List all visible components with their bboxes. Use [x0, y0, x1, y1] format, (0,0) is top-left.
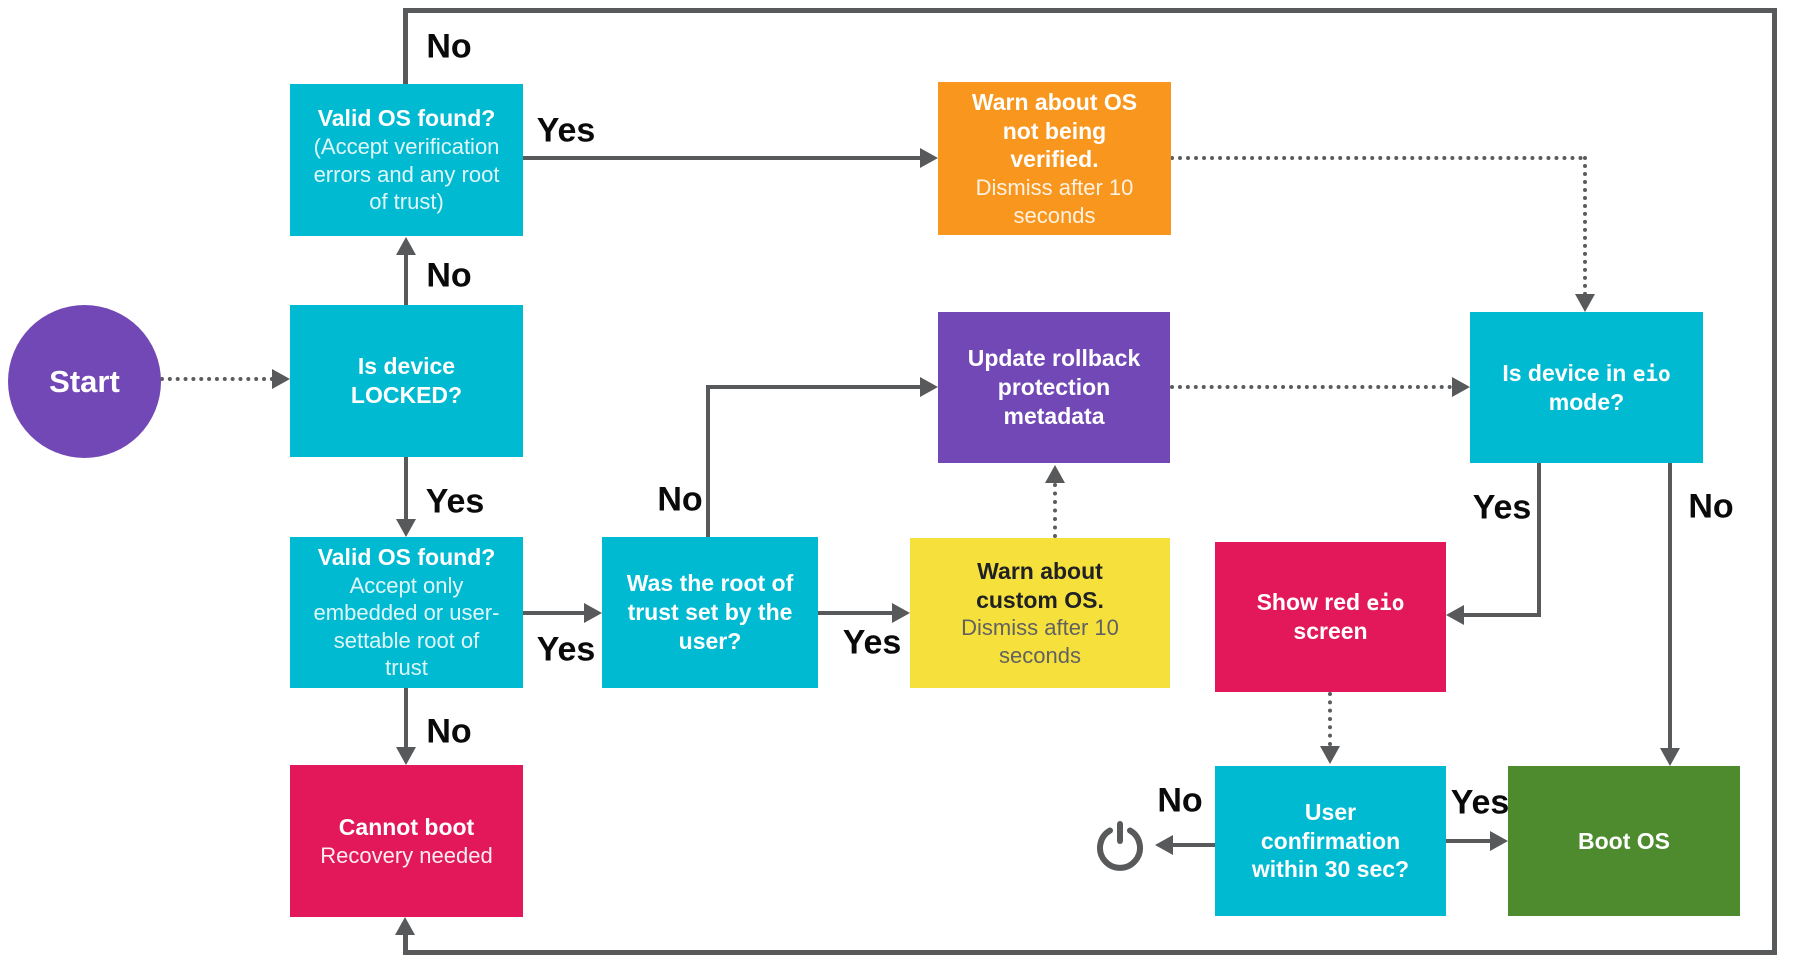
arrowhead-red-conf	[1320, 746, 1340, 764]
node-title-prefix: Show red	[1256, 589, 1367, 616]
node-title: Warn about OS not being verified.	[971, 88, 1138, 173]
arrowhead-rollback-eio	[1452, 377, 1470, 397]
edge-eio-no	[1668, 463, 1672, 750]
edge-label-no-locked: No	[426, 256, 472, 295]
node-boot-os: Boot OS	[1508, 766, 1740, 916]
node-title-prefix: Is device in	[1502, 359, 1633, 386]
node-title: Update rollback protection metadata	[967, 345, 1141, 429]
node-valid-os-user-root: Valid OS found? Accept only embedded or …	[290, 537, 523, 688]
node-valid-os-any: Valid OS found? (Accept verification err…	[290, 84, 523, 236]
edge-label-yes-wasroot: Yes	[842, 623, 902, 662]
arrowhead-locked-no	[396, 237, 416, 255]
edge-warn-eio-dotted-h	[1170, 156, 1583, 160]
node-subtitle: Recovery needed	[320, 842, 493, 868]
arrowhead-eio-no	[1660, 748, 1680, 766]
edge-label-yes-valid: Yes	[536, 630, 596, 669]
arrowhead-wasroot-no	[920, 377, 938, 397]
arrowhead-wasroot-yes	[892, 603, 910, 623]
edge-wasroot-no-v	[706, 387, 710, 537]
node-title-suffix: screen	[1293, 618, 1368, 644]
arrowhead-start	[272, 369, 290, 389]
edge-loop-top-segment	[403, 8, 1777, 13]
edge-label-no-valid: No	[426, 712, 472, 751]
arrowhead-any-yes	[920, 148, 938, 168]
edge-label-no-top: No	[426, 27, 472, 66]
eio-screen-mono-text: eio	[1366, 591, 1405, 616]
node-title: Warn about custom OS.	[976, 557, 1104, 613]
edge-locked-no	[404, 248, 408, 305]
node-subtitle: Dismiss after 10 seconds	[975, 175, 1134, 228]
edge-conf-yes	[1446, 839, 1492, 843]
edge-warn-eio-dotted-v	[1583, 156, 1587, 296]
edge-label-no-eio: No	[1688, 487, 1734, 526]
edge-eio-yes-v	[1537, 463, 1541, 617]
edge-rollback-eio-dotted	[1170, 385, 1452, 389]
edge-wasroot-no-h	[706, 385, 922, 389]
edge-loop-into-cannot	[403, 928, 408, 952]
eio-mode-mono-text: eio	[1632, 361, 1671, 386]
arrowhead-conf-yes	[1490, 831, 1508, 851]
arrowhead-valid-yes	[584, 603, 602, 623]
node-show-red-eio: Show red eio screen	[1215, 542, 1446, 692]
node-title: Is device LOCKED?	[350, 353, 463, 408]
edge-loop-right-segment	[1772, 8, 1777, 955]
arrowhead-warn-eio	[1575, 294, 1595, 312]
edge-label-yes-conf: Yes	[1450, 783, 1510, 822]
arrowhead-conf-no	[1155, 835, 1173, 855]
edge-any-yes	[523, 156, 922, 160]
node-warn-unverified: Warn about OS not being verified. Dismis…	[938, 82, 1171, 235]
node-title-suffix: mode?	[1548, 388, 1625, 415]
arrowhead-valid-no	[396, 747, 416, 765]
arrowhead-into-cannot-boot	[395, 917, 415, 935]
edge-label-yes-eio: Yes	[1472, 488, 1532, 527]
node-user-confirmation: User confirmation within 30 sec?	[1215, 766, 1446, 916]
node-cannot-boot: Cannot boot Recovery needed	[290, 765, 523, 917]
node-update-rollback: Update rollback protection metadata	[938, 312, 1170, 463]
edge-valid-no	[404, 688, 408, 749]
node-subtitle: (Accept verification errors and any root…	[313, 134, 500, 215]
arrowhead-locked-yes	[396, 519, 416, 537]
edge-eio-yes-h	[1460, 613, 1541, 617]
node-was-root-user: Was the root of trust set by the user?	[602, 537, 818, 688]
node-warn-custom-os: Warn about custom OS. Dismiss after 10 s…	[910, 538, 1170, 688]
edge-label-yes-locked: Yes	[425, 482, 485, 521]
node-title: User confirmation within 30 sec?	[1251, 798, 1410, 883]
edge-label-no-wasroot: No	[657, 480, 703, 519]
edge-label-no-conf: No	[1157, 781, 1203, 820]
power-icon	[1092, 817, 1148, 873]
start-label: Start	[49, 363, 120, 399]
node-is-locked: Is device LOCKED?	[290, 305, 523, 457]
arrowhead-eio-yes	[1446, 605, 1464, 625]
edge-loop-bottom-segment	[403, 950, 1777, 955]
node-title: Valid OS found?	[317, 544, 496, 571]
node-title: Boot OS	[1578, 827, 1670, 854]
edge-conf-no	[1169, 843, 1215, 847]
node-title: Was the root of trust set by the user?	[626, 570, 794, 654]
node-subtitle: Accept only embedded or user-settable ro…	[313, 572, 500, 681]
node-title: Is device in eio mode?	[1492, 359, 1682, 417]
start-node: Start	[8, 305, 161, 458]
edge-red-conf-dotted	[1328, 692, 1332, 746]
edge-valid-yes	[523, 611, 586, 615]
edge-locked-yes	[404, 457, 408, 521]
node-subtitle: Dismiss after 10 seconds	[961, 615, 1119, 668]
edge-wasroot-yes	[818, 611, 894, 615]
edge-start-dotted	[160, 377, 274, 381]
edge-custom-rollback-dotted	[1053, 483, 1057, 538]
node-title: Show red eio screen	[1251, 588, 1411, 646]
arrowhead-custom-rollback	[1045, 465, 1065, 483]
edge-label-yes-any: Yes	[536, 111, 596, 150]
node-title: Cannot boot	[338, 813, 475, 840]
edge-loop-up-segment	[403, 8, 408, 84]
node-title: Valid OS found?	[317, 105, 496, 132]
node-is-eio-mode: Is device in eio mode?	[1470, 312, 1703, 463]
